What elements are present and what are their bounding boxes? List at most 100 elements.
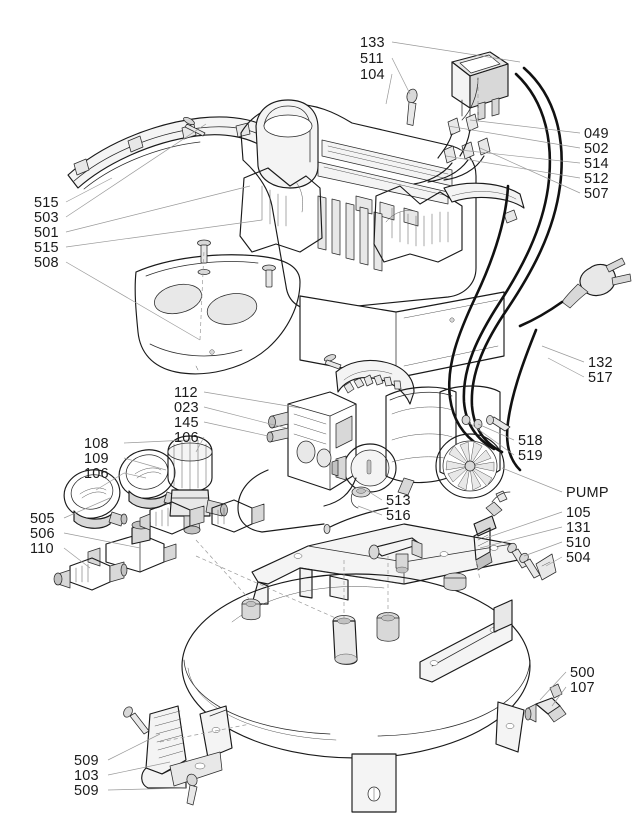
callout-519: 519 xyxy=(518,448,543,464)
tank-mounting-bracket-top xyxy=(251,523,519,605)
callout-103: 103 xyxy=(74,768,99,784)
callout-106-b: 106 xyxy=(84,466,109,482)
callout-group-gauges: 108 109 106 xyxy=(84,436,109,482)
callout-group-shroud: 515 503 501 515 508 xyxy=(34,195,59,271)
callout-507: 507 xyxy=(584,186,609,202)
callout-518: 518 xyxy=(518,433,543,449)
quick-connect-coupler-a xyxy=(53,557,128,591)
callout-group-drain-valve: 500 107 xyxy=(570,665,595,696)
foot-bolt-upper xyxy=(123,706,150,735)
callout-509-b: 509 xyxy=(74,783,99,799)
callout-023: 023 xyxy=(174,400,199,416)
callout-145: 145 xyxy=(174,415,199,431)
callout-505: 505 xyxy=(30,511,55,527)
callout-132: 132 xyxy=(588,355,613,371)
motor-cooling-fan xyxy=(435,433,505,499)
tank-foot-center xyxy=(351,753,397,813)
callout-131: 131 xyxy=(566,520,591,536)
engine-cylinder-block xyxy=(239,99,525,379)
callout-112: 112 xyxy=(174,385,198,401)
callout-107: 107 xyxy=(570,680,595,696)
callout-506: 506 xyxy=(30,526,55,542)
wiring-harness-connectors xyxy=(413,77,491,185)
tank-port-center-tall xyxy=(332,615,358,665)
cooling-fins-top xyxy=(317,139,453,227)
callout-517: 517 xyxy=(588,370,613,386)
fan-blades xyxy=(445,441,495,491)
callout-502: 502 xyxy=(584,141,609,157)
tank-port-center-short xyxy=(376,612,400,642)
tank-drain-valve xyxy=(524,683,567,723)
callout-510: 510 xyxy=(566,535,591,551)
rubber-foot-bracket xyxy=(123,705,223,806)
callout-group-pump: PUMP 105 131 510 504 xyxy=(566,485,609,566)
screw-lower-shroud xyxy=(323,354,342,370)
callout-515-b: 515 xyxy=(34,240,59,256)
callout-109: 109 xyxy=(84,451,109,467)
regulator-gauge-cluster xyxy=(53,435,265,591)
tank-port-left xyxy=(241,598,261,621)
check-valve xyxy=(331,443,397,509)
tank-foot-left xyxy=(199,705,233,759)
belt-guard xyxy=(335,359,415,405)
tank-seam-3 xyxy=(377,659,531,737)
callout-501: 501 xyxy=(34,225,59,241)
tank-seam-2 xyxy=(187,667,337,741)
callout-509-a: 509 xyxy=(74,753,99,769)
callout-512: 512 xyxy=(584,171,609,187)
engine-top-cover xyxy=(134,254,301,375)
callout-text-layer: 133 511 104 049 502 514 512 507 515 503 … xyxy=(30,35,613,799)
callout-105: 105 xyxy=(566,505,591,521)
callout-group-regulator-filter: 112 023 145 106 xyxy=(174,385,199,446)
callout-106-a: 106 xyxy=(174,430,199,446)
callout-group-motor-fasteners: 518 519 xyxy=(518,433,543,464)
tank-mounting-bracket-right xyxy=(419,599,513,683)
callout-group-check-valve: 513 516 xyxy=(386,493,411,524)
callout-108: 108 xyxy=(84,436,109,452)
callout-110: 110 xyxy=(30,541,54,557)
tank-fasteners-right xyxy=(507,542,557,581)
foot-bolt-lower xyxy=(186,773,198,806)
tank-safety-valve xyxy=(473,491,511,571)
bolt-center-b xyxy=(262,264,276,288)
callout-133: 133 xyxy=(360,35,385,51)
quick-connect-coupler-b xyxy=(139,501,205,535)
callout-508: 508 xyxy=(34,255,59,271)
tube-end-fitting xyxy=(323,524,331,534)
compressor-pump-head xyxy=(266,391,357,491)
electric-motor-with-fan xyxy=(385,385,505,499)
power-plug xyxy=(518,257,632,328)
tank-foot-right xyxy=(495,701,525,753)
callout-511: 511 xyxy=(360,51,384,67)
callout-group-wiring-harness: 049 502 514 512 507 xyxy=(584,126,609,202)
callout-515-a: 515 xyxy=(34,195,59,211)
tank-tube xyxy=(327,507,389,529)
cooling-fins-side xyxy=(317,195,383,272)
callout-504: 504 xyxy=(566,550,591,566)
callout-group-couplers: 505 506 110 xyxy=(30,511,55,557)
callout-513: 513 xyxy=(386,493,411,509)
callout-500: 500 xyxy=(570,665,595,681)
callout-group-foot-bracket: 509 103 509 xyxy=(74,753,99,799)
tank-port-right xyxy=(443,572,467,591)
motor-pump-assembly xyxy=(237,359,511,533)
quick-connect-coupler-c xyxy=(211,499,265,533)
callout-pump: PUMP xyxy=(566,485,609,501)
air-line-tube xyxy=(237,469,325,533)
callout-516: 516 xyxy=(386,508,411,524)
leader-lines xyxy=(63,41,585,791)
bolt-top-left xyxy=(183,116,206,137)
callout-group-switch-and-bolt: 133 511 104 xyxy=(360,35,385,83)
tank-port-fittings xyxy=(241,572,467,665)
tank-manifold xyxy=(368,537,423,574)
engine-assembly xyxy=(67,51,632,472)
callout-104: 104 xyxy=(360,67,385,83)
pulley-teeth xyxy=(343,374,402,394)
callout-503: 503 xyxy=(34,210,59,226)
horizontal-air-receiver-tank xyxy=(181,491,567,813)
power-cord-with-plug xyxy=(447,66,632,472)
callout-514: 514 xyxy=(584,156,609,172)
callout-group-power-cord: 132 517 xyxy=(588,355,613,386)
